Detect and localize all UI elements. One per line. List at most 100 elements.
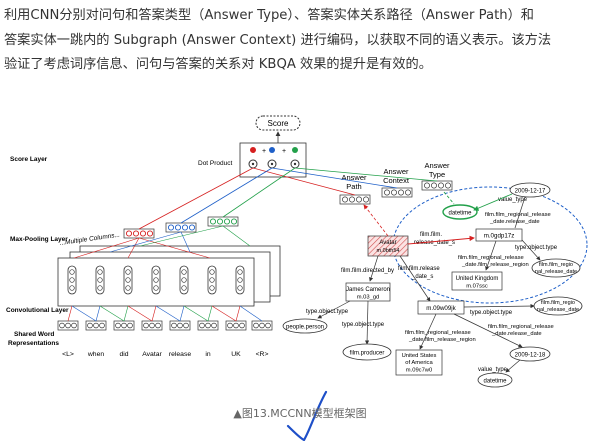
film-region-1-node [533, 296, 583, 316]
word-vector [169, 320, 191, 331]
word-to-conv-lines [67, 305, 263, 322]
paragraph-line-2: 答案实体一跳内的 Subgraph (Answer Context) 进行编码，… [4, 32, 552, 48]
answer-path-label-1: Answer [341, 173, 367, 182]
question-word: <R> [256, 351, 269, 358]
avatar-id: m.0bth54 [377, 248, 400, 254]
region-rel-1-line1: film.film_regional_release [405, 330, 471, 336]
film-producer-node [342, 343, 392, 361]
type-object-type-4-label: type.object.type [515, 245, 558, 251]
conv-unit [123, 265, 133, 295]
release-date-s2-line1: film.film.release [398, 266, 440, 272]
m0gdp17z-node [475, 228, 523, 242]
word-vector [141, 320, 163, 331]
datetime-green-label: datetime [448, 211, 472, 217]
uk-id: m.07ssc [466, 284, 488, 290]
svg-text:+: + [262, 148, 266, 155]
question-word: <L> [62, 351, 74, 358]
people-person-label: people.person [286, 325, 324, 331]
region-date-rel-2-line2: _date.release_date [489, 219, 540, 225]
date-2009-12-18-label: 2009-12-18 [515, 353, 546, 359]
region-rel-2-line1: film.film_regional_release [458, 255, 524, 261]
score-box [255, 115, 301, 131]
answer-type-label-2: Type [429, 170, 445, 179]
max-pooling-layer-label: Max-Pooling Layer [10, 236, 68, 243]
question-words: <L> when did Avatar release in UK <R> [62, 351, 268, 358]
people-person-node [282, 318, 328, 334]
dot-product-label: Dot Product [198, 160, 233, 167]
answer-context-label-2: Context [383, 176, 410, 185]
figure-caption: ▲图13.MCCNN模型框架图 [233, 407, 367, 420]
conv-unit [179, 265, 189, 295]
question-word: did [119, 351, 128, 358]
word-vector [113, 320, 135, 331]
conv-columns [57, 245, 281, 307]
avatar-release-rel-2: release_date_s [414, 240, 455, 246]
conv-unit [95, 265, 105, 295]
intro-paragraph: 利用CNN分别对问句和答案类型（Answer Type）、答案实体关系路径（An… [4, 4, 598, 78]
word-vectors [57, 320, 273, 331]
usa-name-2: of America [405, 360, 433, 366]
score-layer-label: Score Layer [10, 156, 48, 163]
type-object-type-2-label: type.object.type [342, 322, 385, 328]
film-region-1-line2: nal_release_date [537, 307, 579, 313]
usa-node [395, 349, 443, 376]
conv-unit [151, 265, 161, 295]
datetime-label: datetime [483, 379, 507, 385]
date-2009-12-17-node [509, 182, 551, 198]
region-date-rel-1-line2: _date.release_date [491, 331, 542, 337]
paragraph-line-3: 验证了考虑词序信息、问句与答案的关系对 KBQA 效果的提升是有效的。 [4, 57, 432, 72]
james-cameron-id: m.03_gd [357, 295, 380, 301]
region-date-rel-1-line1: film.film_regional_release [488, 324, 554, 330]
film-producer-label: film.producer [350, 351, 385, 357]
conv-units [67, 265, 245, 295]
region-rel-2-line2: _date.film_release_region [461, 262, 529, 268]
region-rel-1-line2: _date.film_release_region [408, 337, 476, 343]
multiple-columns-label: ...Multiple Columns... [59, 232, 120, 247]
date-2009-12-17-label: 2009-12-17 [515, 189, 546, 195]
m09w09jk-node [417, 300, 465, 315]
question-word: in [205, 351, 211, 358]
paragraph-line-1: 利用CNN分别对问句和答案类型（Answer Type）、答案实体关系路径（An… [4, 8, 534, 23]
james-cameron-name: James Cameron [346, 287, 390, 293]
question-word: Avatar [142, 351, 162, 358]
film-region-2-line2: nal_release_date [535, 269, 577, 275]
score-label: Score [268, 119, 289, 128]
answer-type-label-1: Answer [424, 161, 450, 170]
avatar-name: Avatar [379, 240, 396, 246]
conv-unit [207, 265, 217, 295]
question-word: release [169, 351, 192, 358]
answer-type-vector [421, 180, 453, 191]
uk-node [451, 271, 503, 291]
uk-name: United Kingdom [456, 276, 499, 282]
region-date-rel-2-line1: film.film_regional_release [485, 212, 551, 218]
datetime-node-green [442, 204, 478, 220]
value-type-2-label: value_type [498, 197, 528, 203]
film-region-1-line1: film.film_regio [541, 300, 575, 306]
shared-word-label-2: Representations [8, 340, 59, 347]
type-object-type-3-label: type.object.type [470, 310, 513, 316]
usa-id: m.09c7w0 [406, 368, 432, 374]
answer-path-label-2: Path [346, 182, 361, 191]
word-vector [197, 320, 219, 331]
film-region-2-line1: film.film_regio [539, 262, 573, 268]
answer-context-vector [381, 187, 413, 198]
answer-path-vector [339, 194, 371, 205]
conv-layer-label: Convolutional Layer [6, 307, 69, 314]
film-region-2-node [531, 258, 581, 278]
word-vector [225, 320, 247, 331]
svg-text:+: + [282, 148, 286, 155]
shared-word-label-1: Shared Word [14, 331, 54, 338]
release-date-s2-line2: _date_s [411, 274, 433, 280]
avatar-release-rel-1: film.film. [420, 232, 442, 238]
conv-to-pool-lines [73, 225, 251, 259]
handwritten-check-mark [286, 390, 328, 441]
word-vector [251, 320, 273, 331]
conv-unit [67, 265, 77, 295]
date-2009-12-18-node [509, 346, 551, 362]
question-word: UK [231, 351, 241, 358]
question-word: when [87, 351, 104, 358]
answer-context-label-1: Answer [383, 167, 409, 176]
word-vector [57, 320, 79, 331]
conv-unit [235, 265, 245, 295]
